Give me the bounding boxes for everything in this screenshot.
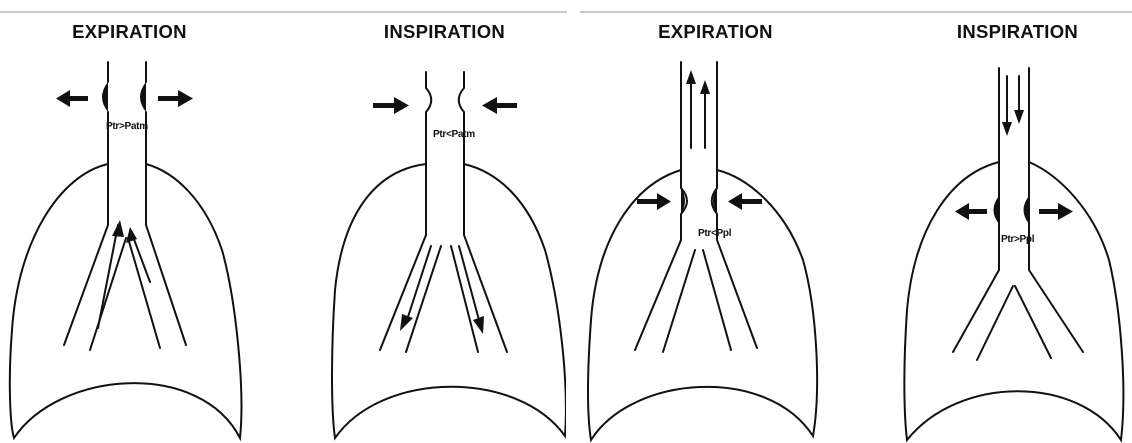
lung-outline — [588, 170, 817, 440]
bronchus-inner-left — [663, 250, 695, 352]
lung-diagram — [577, 0, 860, 443]
bronchus-inner-left — [977, 286, 1013, 360]
pressure-label: Ptr>Ppl — [1001, 234, 1034, 245]
airflow-arrowhead-left — [1002, 122, 1012, 136]
airflow-arrow-left — [98, 225, 118, 328]
airflow-arrowhead-left — [400, 314, 413, 331]
pressure-arrow-inward-left — [373, 97, 409, 114]
lung-diagram — [0, 0, 283, 443]
pressure-arrow-inward-right — [482, 97, 517, 114]
airflow-arrowhead-right — [473, 316, 484, 334]
lung-outline — [904, 162, 1123, 440]
pressure-arrow-outward-right — [158, 90, 193, 107]
pressure-arrow-outward-left — [955, 203, 987, 220]
trachea-wall-right — [459, 72, 507, 352]
pressure-arrow-inward-left — [637, 193, 671, 210]
bulge-left — [994, 196, 1000, 224]
lung-outline — [10, 164, 242, 438]
airflow-arrowhead-left — [686, 70, 696, 84]
trachea-wall-left — [64, 62, 108, 345]
bronchus-inner-left — [406, 246, 441, 352]
bulge-right — [140, 82, 146, 112]
pressure-arrow-outward-right — [1039, 203, 1073, 220]
trachea-wall-left — [380, 72, 431, 350]
bulge-right — [1024, 196, 1030, 224]
airflow-arrow-right — [459, 246, 479, 320]
lung-outline — [332, 164, 566, 438]
pressure-label: Ptr<Patm — [433, 129, 475, 140]
panel-intrathoracic-inspiration: INSPIRATION — [849, 0, 1132, 443]
airflow-arrowhead-right — [700, 80, 710, 94]
pressure-label: Ptr>Patm — [106, 121, 148, 132]
airflow-arrowhead-left — [112, 220, 124, 237]
bronchus-inner-left — [90, 238, 126, 350]
lung-diagram — [283, 0, 566, 443]
panel-intrathoracic-expiration: EXPIRATION — [577, 0, 860, 443]
lung-diagram — [849, 0, 1132, 443]
panel-extrathoracic-inspiration: INSPIRATION — [283, 0, 566, 443]
airflow-arrow-left — [407, 246, 431, 320]
airflow-arrowhead-right — [1014, 110, 1024, 124]
bulge-left — [102, 82, 108, 112]
panel-extrathoracic-expiration: EXPIRATION — [0, 0, 283, 443]
pressure-arrow-outward-left — [56, 90, 88, 107]
pressure-label: Ptr<Ppl — [698, 228, 731, 239]
pressure-arrow-inward-right — [728, 193, 762, 210]
